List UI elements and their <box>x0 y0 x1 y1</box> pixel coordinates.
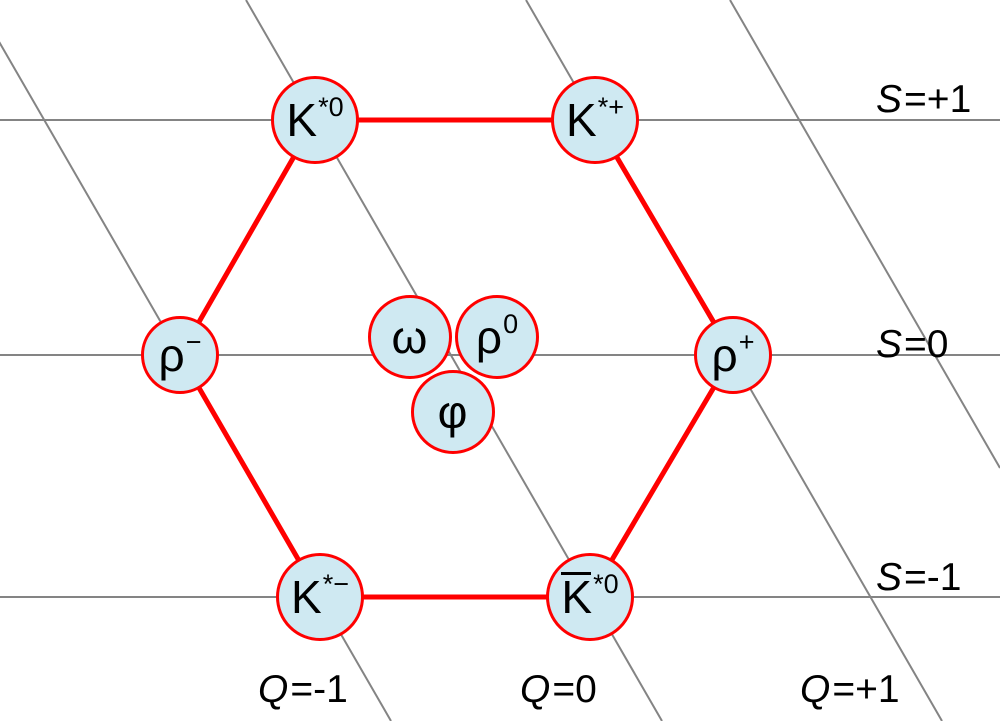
particle-omega: ω <box>368 295 452 379</box>
strangeness-symbol: S <box>876 556 903 599</box>
particle-phi: φ <box>411 370 495 454</box>
strangeness-symbol: S <box>876 78 903 121</box>
label-q-plus1: Q=+1 <box>800 668 900 713</box>
label-s-plus1: S=+1 <box>876 78 971 123</box>
particle-symbol: K <box>291 571 322 623</box>
particle-symbol: K <box>561 571 593 623</box>
strangeness-value: =0 <box>904 323 949 366</box>
label-s-minus1: S=-1 <box>876 556 961 601</box>
particle-kbar-star0: K*0 <box>546 553 634 641</box>
charge-value: =+1 <box>832 668 900 711</box>
charge-symbol: Q <box>800 668 831 711</box>
label-q-minus1: Q=-1 <box>258 668 348 713</box>
particle-superscript: − <box>185 326 202 357</box>
particle-superscript: *− <box>322 568 349 599</box>
particle-symbol: K <box>566 94 597 146</box>
charge-value: =-1 <box>290 668 348 711</box>
charge-value: =0 <box>552 668 597 711</box>
strangeness-value: =+1 <box>904 78 972 121</box>
particle-symbol: φ <box>437 386 468 438</box>
particle-superscript: + <box>738 326 755 357</box>
label-q-0: Q=0 <box>520 668 597 713</box>
nonet-hexagon <box>177 117 736 600</box>
particle-kstar-minus: K*− <box>276 553 364 641</box>
particle-superscript: 0 <box>503 308 519 339</box>
particle-superscript: *0 <box>593 568 619 599</box>
particle-symbol: ρ <box>475 311 503 363</box>
charge-symbol: Q <box>520 668 551 711</box>
particle-kstar-plus: K*+ <box>551 76 639 164</box>
particle-symbol: K <box>286 94 318 146</box>
q-plus2-line <box>729 0 1000 469</box>
particle-rho-plus: ρ+ <box>694 316 772 394</box>
particle-kstar0: K*0 <box>271 76 359 164</box>
strangeness-symbol: S <box>876 323 903 366</box>
particle-symbol: ρ <box>711 329 738 381</box>
particle-superscript: *0 <box>318 91 344 122</box>
label-s-0: S=0 <box>876 323 948 368</box>
particle-symbol: ρ <box>158 329 185 381</box>
particle-symbol: ω <box>391 311 428 363</box>
strangeness-value: =-1 <box>904 556 962 599</box>
particle-rho-minus: ρ− <box>141 316 219 394</box>
particle-superscript: *+ <box>597 91 624 122</box>
charge-symbol: Q <box>258 668 289 711</box>
